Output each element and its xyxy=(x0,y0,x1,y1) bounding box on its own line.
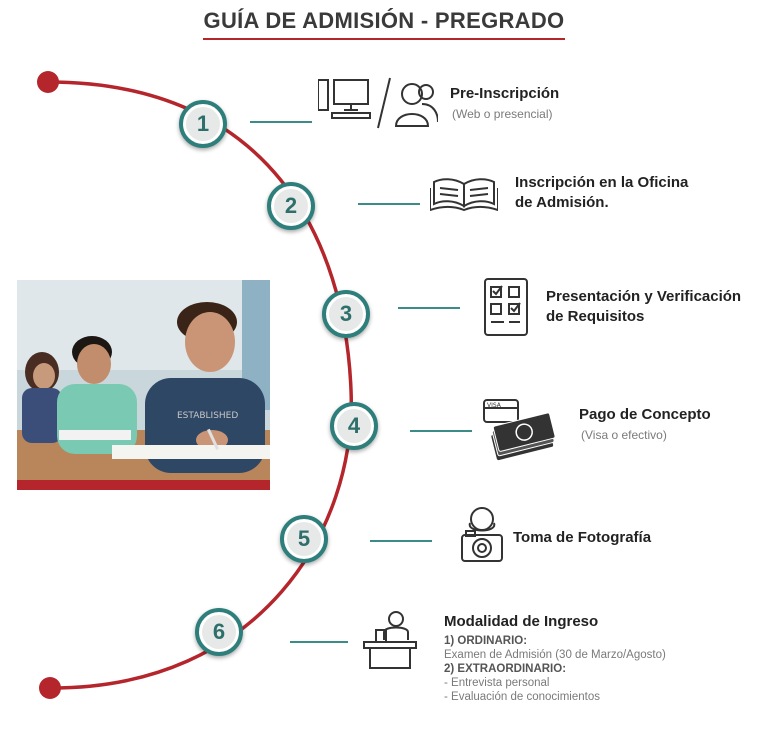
step-5-title: Toma de Fotografía xyxy=(513,529,652,546)
step-3-connector xyxy=(398,307,460,309)
photo-camera-icon xyxy=(460,505,504,568)
step-4-circle: 4 xyxy=(330,402,378,450)
step-2-title-line-1: Inscripción en la Oficina xyxy=(515,174,689,191)
step-1-circle: 1 xyxy=(179,100,227,148)
arc-start-dot xyxy=(37,71,59,93)
extraordinary-item-1: - Entrevista personal xyxy=(444,677,550,689)
extraordinary-label: 2) EXTRAORDINARIO: xyxy=(444,663,567,675)
step-2-title-line-2: de Admisión. xyxy=(515,194,609,211)
step-1-subtitle: (Web o presencial) xyxy=(452,107,553,121)
step-1-number: 1 xyxy=(196,111,210,136)
step-3-circle: 3 xyxy=(322,290,370,338)
step-6-circle: 6 xyxy=(195,608,243,656)
step-5-circle: 5 xyxy=(280,515,328,563)
open-book-icon xyxy=(429,176,499,217)
step-3-title-line-1: Presentación y Verificación xyxy=(546,288,742,305)
page-title: GUÍA DE ADMISIÓN - PREGRADO xyxy=(203,8,565,33)
payment-icon: VISA xyxy=(482,398,556,467)
svg-text:ESTABLISHED: ESTABLISHED xyxy=(177,411,238,421)
step-6-connector xyxy=(290,641,348,643)
step-4-connector xyxy=(410,430,472,432)
step-5-number: 5 xyxy=(297,526,311,551)
computer-user-icon xyxy=(317,76,439,137)
step-4-number: 4 xyxy=(347,413,361,438)
step-4-title: Pago de Concepto xyxy=(579,406,711,423)
ordinary-text: Examen de Admisión (30 de Marzo/Agosto) xyxy=(444,649,666,661)
extraordinary-item-2: - Evaluación de conocimientos xyxy=(444,691,600,703)
step-3-number: 3 xyxy=(339,301,353,326)
step-3-title-line-2: de Requisitos xyxy=(546,308,645,325)
step-4-subtitle: (Visa o efectivo) xyxy=(581,428,667,442)
step-6-title: Modalidad de Ingreso xyxy=(444,613,599,630)
person-desk-icon xyxy=(362,610,418,675)
step-6-details: Modalidad de Ingreso 1) ORDINARIO: Exame… xyxy=(444,612,744,704)
svg-text:VISA: VISA xyxy=(487,402,502,409)
checklist-icon xyxy=(484,278,528,341)
step-3-title: Presentación y Verificación de Requisito… xyxy=(546,287,741,327)
ordinary-label: 1) ORDINARIO: xyxy=(444,635,528,647)
step-2-circle: 2 xyxy=(267,182,315,230)
step-2-connector xyxy=(358,203,420,205)
step-1-title: Pre-Inscripción xyxy=(450,85,560,102)
step-2-number: 2 xyxy=(284,193,298,218)
step-2-title: Inscripción en la Oficina de Admisión. xyxy=(515,173,688,213)
students-photo: ESTABLISHED xyxy=(17,280,270,490)
title-underline xyxy=(203,38,565,40)
step-1-connector xyxy=(250,121,312,123)
arc-end-dot xyxy=(39,677,61,699)
step-5-connector xyxy=(370,540,432,542)
step-6-number: 6 xyxy=(212,619,226,644)
